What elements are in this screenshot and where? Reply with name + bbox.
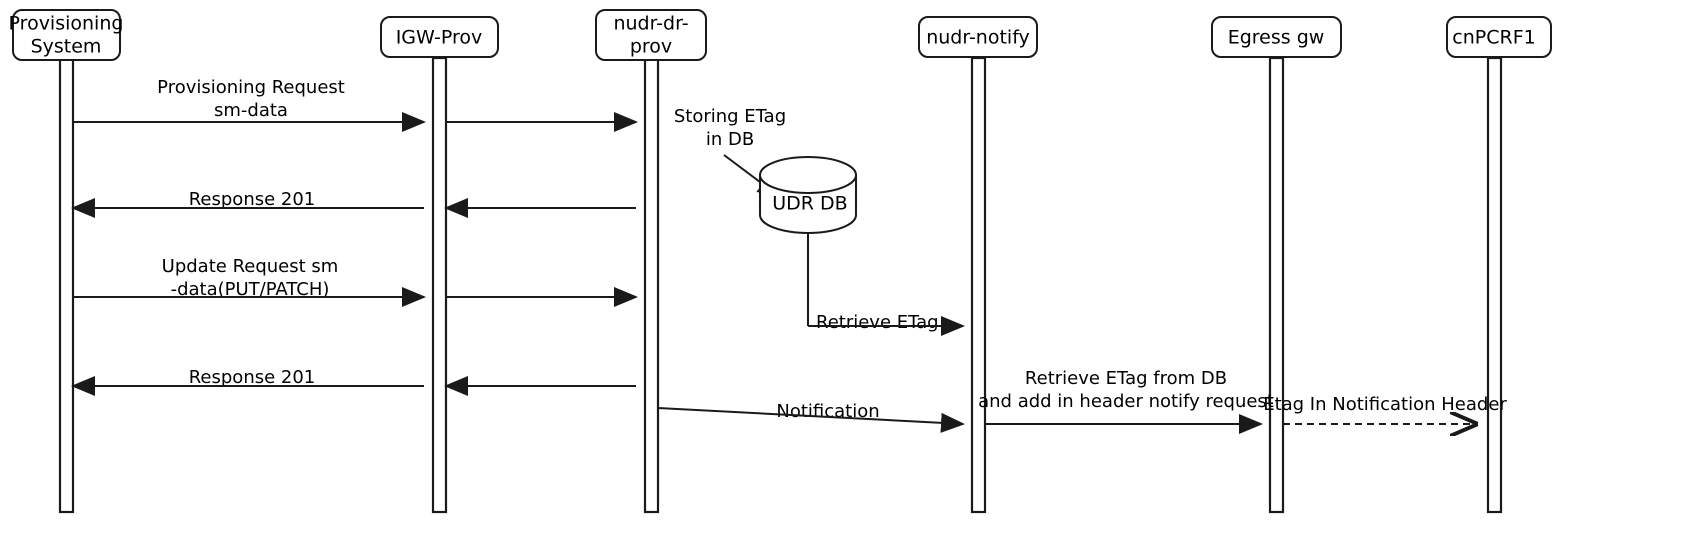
participant-nudr-dr-prov[interactable]: nudr-dr- prov [595,9,707,61]
participant-igw-prov[interactable]: IGW-Prov [380,16,499,58]
message-response-201-first[interactable]: Response 201 [71,189,424,218]
participant-label-nudr-dr-prov-line1: nudr-dr- [613,13,688,35]
message-label-response-201-second: Response 201 [189,367,316,388]
message-label-provisioning-request-line1: Provisioning Request [157,77,345,98]
message-provisioning-request[interactable]: Provisioning Request sm-data [73,77,426,132]
message-retrieve-etag-from-db[interactable]: Retrieve ETag from DB and add in header … [978,368,1274,434]
message-label-retrieve-etag: Retrieve ETag [816,312,939,333]
message-retrieve-etag[interactable]: Retrieve ETag [808,312,965,336]
participant-provisioning-system[interactable]: Provisioning System [9,9,124,61]
database-udr-db[interactable]: UDR DB [759,156,857,326]
message-response-201-second[interactable]: Response 201 [71,367,424,396]
note-label-storing-etag-line1: Storing ETag [674,106,786,127]
lifeline-cnpcrf1 [1486,56,1503,514]
note-label-storing-etag-line2: in DB [706,129,754,150]
message-label-update-request-line2: -data(PUT/PATCH) [171,279,330,300]
message-label-retrieve-etag-from-db-line1: Retrieve ETag from DB [1025,368,1227,389]
lifeline-egress-gw [1268,56,1285,514]
message-etag-in-notification-header[interactable]: Etag In Notification Header [1263,394,1507,424]
message-update-request[interactable]: Update Request sm -data(PUT/PATCH) [73,256,426,307]
participant-nudr-notify[interactable]: nudr-notify [918,16,1038,58]
note-storing-etag: Storing ETag in DB [674,106,786,199]
message-label-provisioning-request-line2: sm-data [214,100,288,121]
lifeline-igw-prov [431,56,448,514]
participant-label-nudr-notify: nudr-notify [926,27,1030,49]
participant-label-nudr-dr-prov-line2: prov [630,36,672,58]
participant-label-cnpcrf1: cnPCRF1 [1452,27,1535,49]
participant-label-egress-gw: Egress gw [1228,27,1325,49]
lifeline-nudr-dr-prov [643,56,660,514]
lifelines [58,56,1503,514]
participant-label-provisioning-system-line2: System [31,36,102,58]
database-label-udr-db: UDR DB [772,193,847,215]
message-label-update-request-line1: Update Request sm [162,256,339,277]
participant-label-provisioning-system-line1: Provisioning [9,13,124,35]
participant-cnpcrf1[interactable]: cnPCRF1 [1446,16,1552,58]
message-label-response-201-first: Response 201 [189,189,316,210]
lifeline-nudr-notify [970,56,987,514]
lifeline-provisioning-system [58,56,75,514]
message-notification[interactable]: Notification [657,401,965,433]
message-label-etag-in-notification-header: Etag In Notification Header [1263,394,1507,415]
participant-egress-gw[interactable]: Egress gw [1211,16,1342,58]
message-label-notification: Notification [776,401,879,422]
message-label-retrieve-etag-from-db-line2: and add in header notify request [978,391,1274,412]
participant-label-igw-prov: IGW-Prov [396,27,483,49]
